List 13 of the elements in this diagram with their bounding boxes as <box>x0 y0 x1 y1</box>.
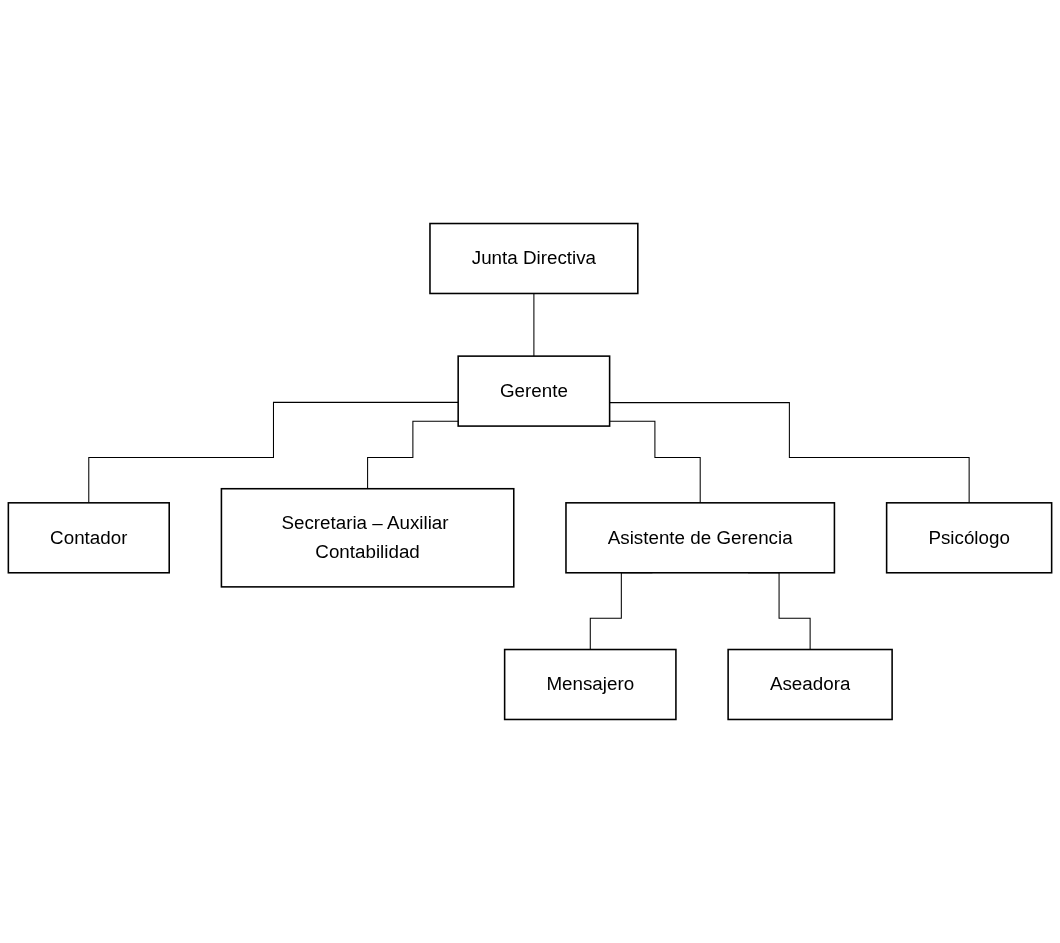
node-box: Gerente <box>457 355 611 427</box>
node-box: Contador <box>7 502 170 574</box>
node-box: Mensajero <box>503 648 677 721</box>
node-box: Junta Directiva <box>429 222 639 295</box>
connector <box>533 292 535 357</box>
node-box: Asistente de Gerencia <box>565 502 836 574</box>
connector <box>609 402 970 504</box>
connector <box>609 420 701 504</box>
connector <box>88 401 459 504</box>
node-box: Aseadora <box>727 648 893 721</box>
connector <box>367 420 459 490</box>
node-box: Secretaria – Auxiliar Contabilidad <box>220 487 515 588</box>
node-box: Psicólogo <box>885 502 1053 574</box>
